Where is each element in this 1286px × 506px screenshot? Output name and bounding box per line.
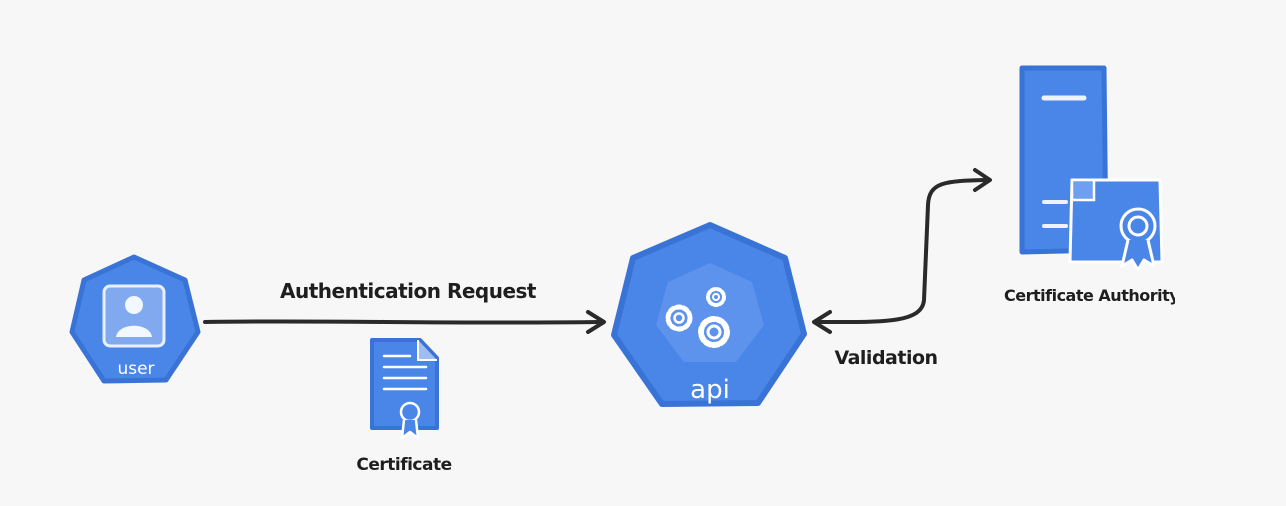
validation-arrow [812, 168, 992, 334]
ca-label: Certificate Authority [1004, 286, 1180, 305]
server-certificate-icon [1019, 65, 1164, 272]
arrowhead-icon [586, 310, 606, 334]
auth-request-arrow [203, 310, 606, 334]
auth-request-label: Authentication Request [280, 279, 537, 303]
user-icon [102, 284, 166, 348]
user-label: user [117, 359, 154, 379]
arrowhead-right-icon [973, 168, 992, 192]
certificate-node: Certificate [356, 338, 452, 475]
api-inner-panel [656, 263, 764, 362]
certificate-document-icon [370, 338, 439, 440]
user-heptagon [69, 254, 201, 384]
user-node: user [69, 254, 201, 384]
api-label: api [690, 375, 730, 405]
ca-node: Certificate Authority [1004, 65, 1180, 305]
arrowhead-left-icon [812, 310, 832, 334]
validation-label: Validation [834, 347, 937, 369]
api-node: api [611, 222, 807, 407]
certificate-label: Certificate [356, 455, 451, 475]
gears-icon [665, 287, 730, 348]
